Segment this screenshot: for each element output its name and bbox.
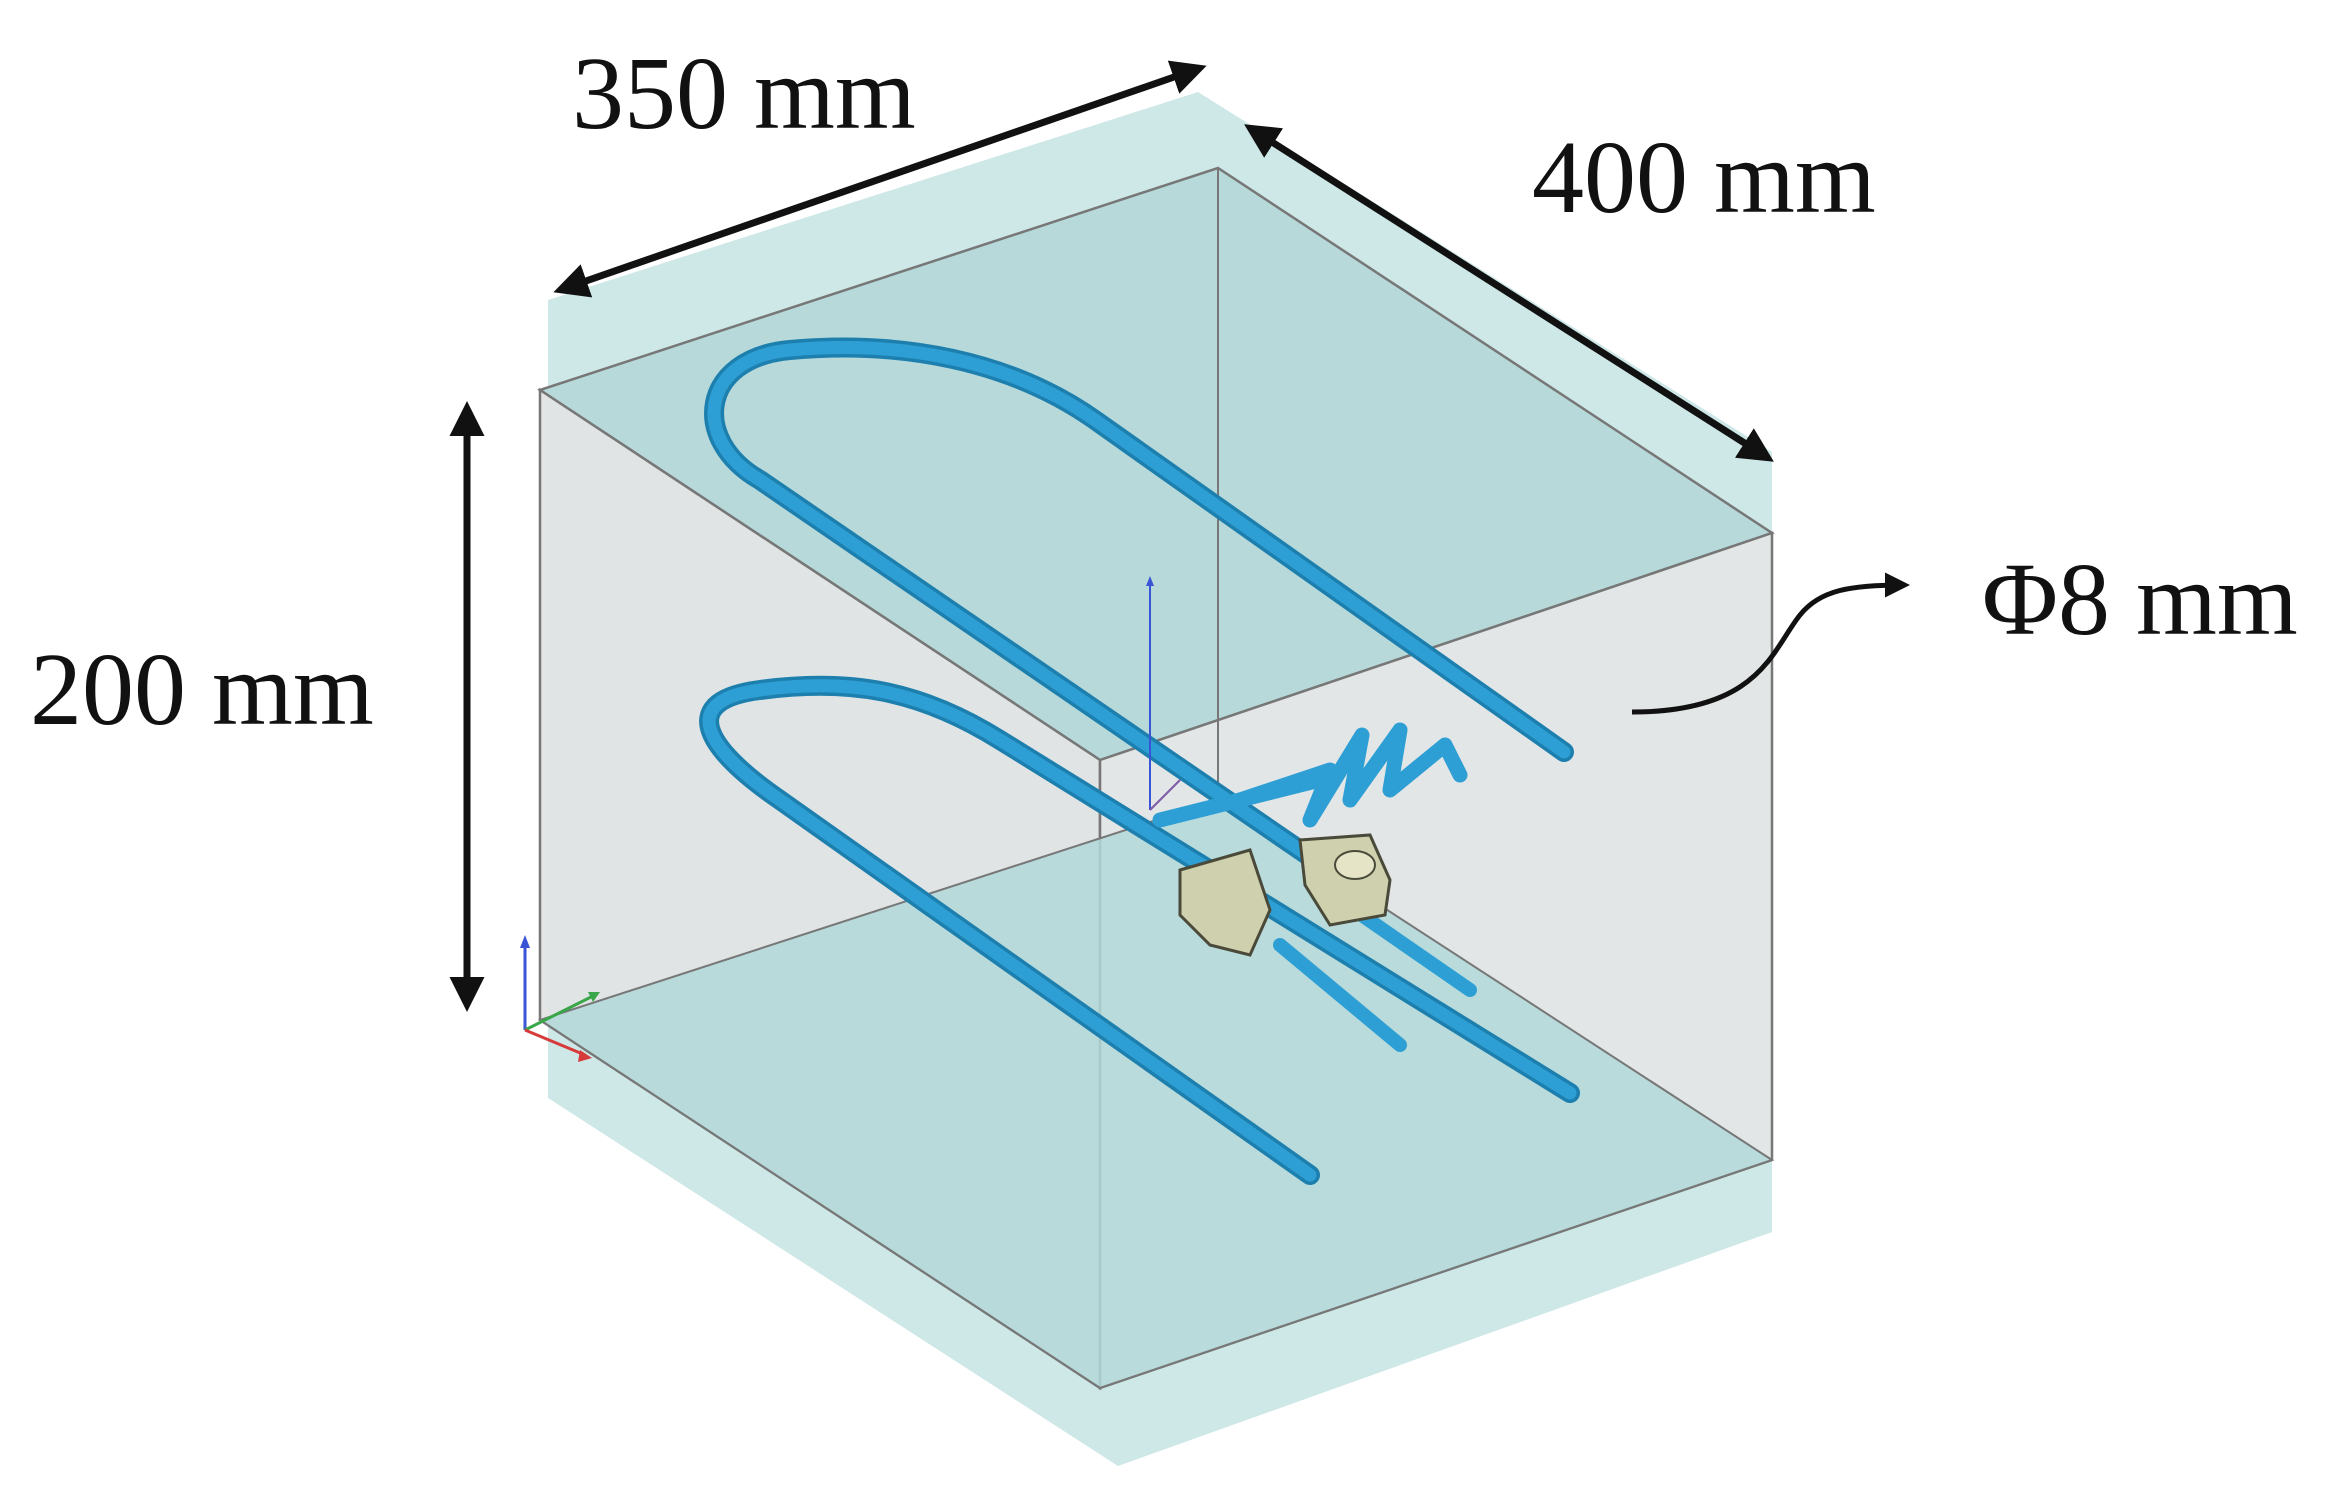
lower-pipe-run [1273,938,1407,1052]
tank-bottom-face [537,798,1775,1390]
height-label: 200 mm [30,632,374,747]
width-dimension-arrow [553,60,1207,298]
xyz-axis-triad [520,935,600,1062]
diameter-callout-arrow [1631,572,1910,715]
diameter-label: Φ8 mm [1982,542,2298,657]
depth-dimension-arrow [1244,124,1774,462]
sensor-assembly [1178,833,1392,957]
depth-label: 400 mm [1532,120,1876,235]
width-label: 350 mm [572,36,916,151]
